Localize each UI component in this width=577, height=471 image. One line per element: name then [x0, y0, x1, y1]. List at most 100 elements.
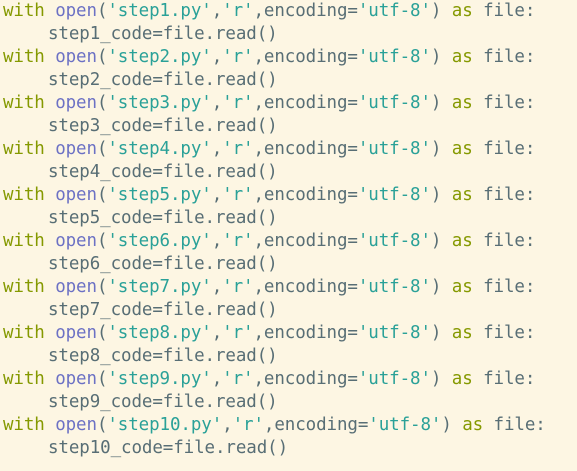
space [473, 369, 483, 389]
read-call: =file.read() [152, 346, 278, 366]
filename-string: 'step7.py' [107, 277, 212, 297]
space [45, 415, 55, 435]
target-name: file: [483, 185, 536, 205]
comma: , [253, 185, 264, 205]
space [473, 185, 483, 205]
code-line-assign: step10_code=file.read() [0, 437, 577, 460]
filename-string: 'step9.py' [107, 369, 212, 389]
read-call: =file.read() [152, 254, 278, 274]
variable-name: step2_code [48, 70, 153, 90]
code-line-assign: step1_code=file.read() [0, 23, 577, 46]
read-call: =file.read() [152, 392, 278, 412]
paren-open: ( [96, 185, 108, 205]
code-line-with-open: with open('step8.py','r',encoding='utf-8… [0, 322, 577, 345]
comma: , [211, 185, 223, 205]
code-line-with-open: with open('step9.py','r',encoding='utf-8… [0, 368, 577, 391]
paren-close: ) [430, 185, 442, 205]
keyword-as: as [462, 415, 484, 435]
encoding-keyword: encoding= [263, 369, 358, 389]
filename-string: 'step3.py' [107, 93, 212, 113]
keyword-as: as [451, 231, 473, 251]
space [473, 323, 483, 343]
target-name: file: [483, 323, 536, 343]
read-call: =file.read() [152, 208, 278, 228]
read-call: =file.read() [152, 70, 278, 90]
space [45, 231, 55, 251]
space [441, 277, 451, 297]
code-line-with-open: with open('step6.py','r',encoding='utf-8… [0, 230, 577, 253]
encoding-keyword: encoding= [274, 415, 369, 435]
encoding-string: 'utf-8' [357, 369, 431, 389]
code-line-with-open: with open('step1.py','r',encoding='utf-8… [0, 0, 577, 23]
target-name: file: [483, 139, 536, 159]
keyword-with: with [3, 1, 45, 21]
space [473, 139, 483, 159]
paren-open: ( [96, 415, 108, 435]
mode-string: 'r' [222, 231, 254, 251]
space [45, 1, 55, 21]
encoding-keyword: encoding= [263, 231, 358, 251]
comma: , [253, 47, 264, 67]
read-call: =file.read() [152, 24, 278, 44]
builtin-open: open [55, 369, 97, 389]
variable-name: step6_code [48, 254, 153, 274]
filename-string: 'step8.py' [107, 323, 212, 343]
code-line-with-open: with open('step3.py','r',encoding='utf-8… [0, 92, 577, 115]
variable-name: step4_code [48, 162, 153, 182]
mode-string: 'r' [222, 47, 254, 67]
paren-close: ) [430, 369, 442, 389]
code-line-assign: step6_code=file.read() [0, 253, 577, 276]
paren-close: ) [430, 93, 442, 113]
code-line-assign: step4_code=file.read() [0, 161, 577, 184]
space [45, 369, 55, 389]
keyword-with: with [3, 139, 45, 159]
code-line-assign: step5_code=file.read() [0, 207, 577, 230]
comma: , [263, 415, 275, 435]
paren-close: ) [430, 231, 442, 251]
space [473, 47, 483, 67]
space [441, 185, 451, 205]
comma: , [253, 93, 264, 113]
space [441, 231, 451, 251]
keyword-as: as [451, 185, 473, 205]
keyword-as: as [451, 277, 473, 297]
encoding-keyword: encoding= [263, 93, 358, 113]
space [45, 323, 55, 343]
mode-string: 'r' [222, 369, 254, 389]
builtin-open: open [55, 185, 97, 205]
target-name: file: [483, 47, 536, 67]
keyword-with: with [3, 323, 45, 343]
code-line-assign: step2_code=file.read() [0, 69, 577, 92]
encoding-keyword: encoding= [263, 277, 358, 297]
encoding-string: 'utf-8' [357, 185, 431, 205]
space [441, 369, 451, 389]
keyword-with: with [3, 231, 45, 251]
paren-open: ( [96, 93, 108, 113]
variable-name: step1_code [48, 24, 153, 44]
paren-open: ( [96, 139, 108, 159]
keyword-with: with [3, 185, 45, 205]
encoding-keyword: encoding= [263, 47, 358, 67]
space [441, 323, 451, 343]
encoding-string: 'utf-8' [357, 139, 431, 159]
code-line-assign: step7_code=file.read() [0, 299, 577, 322]
space [45, 139, 55, 159]
keyword-as: as [451, 139, 473, 159]
comma: , [211, 231, 223, 251]
read-call: =file.read() [152, 300, 278, 320]
paren-close: ) [430, 323, 442, 343]
mode-string: 'r' [222, 1, 254, 21]
code-line-assign: step8_code=file.read() [0, 345, 577, 368]
encoding-string: 'utf-8' [368, 415, 442, 435]
space [473, 277, 483, 297]
builtin-open: open [55, 231, 97, 251]
paren-open: ( [96, 1, 108, 21]
variable-name: step9_code [48, 392, 153, 412]
space [45, 47, 55, 67]
encoding-string: 'utf-8' [357, 93, 431, 113]
encoding-keyword: encoding= [263, 1, 358, 21]
target-name: file: [483, 277, 536, 297]
keyword-as: as [451, 369, 473, 389]
encoding-string: 'utf-8' [357, 277, 431, 297]
